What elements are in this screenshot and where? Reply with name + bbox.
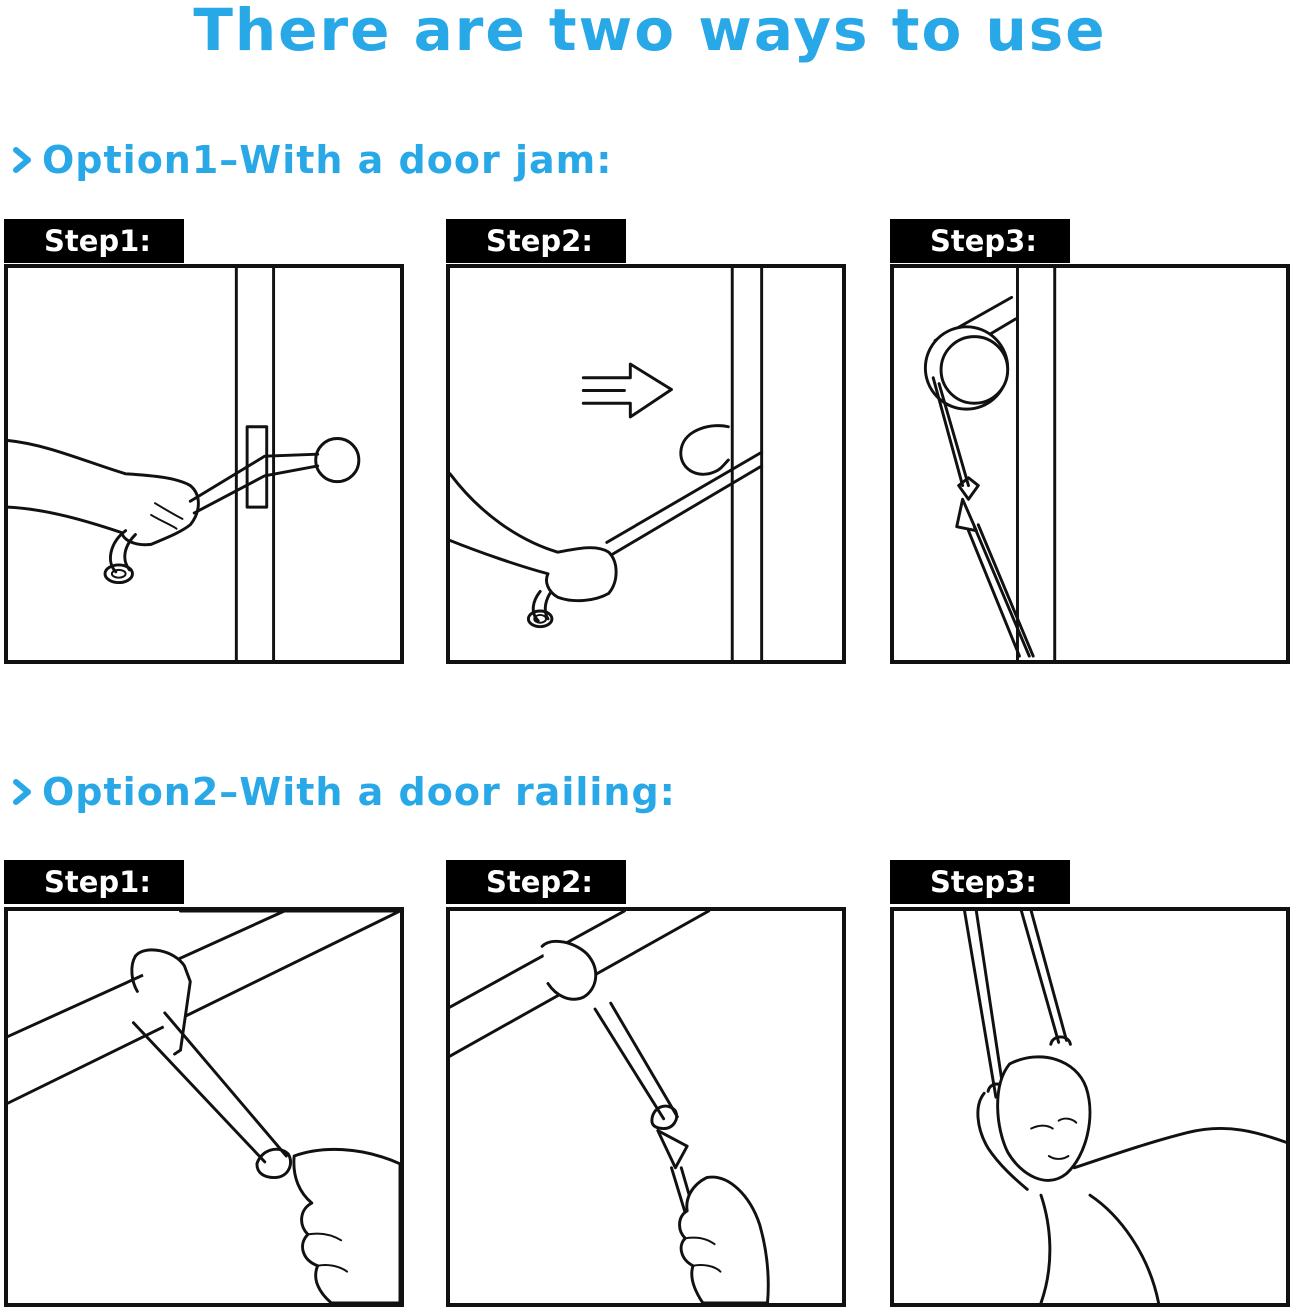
- hand-attaching-hook-icon: [450, 911, 770, 1303]
- option2-step3-panel: [890, 907, 1290, 1307]
- option2-step3-label: Step3:: [890, 860, 1070, 904]
- option1-step1-label: Step1:: [4, 219, 184, 263]
- strap-looped-over-rail-icon: [8, 911, 400, 1303]
- page-title: There are two ways to use: [193, 0, 1107, 64]
- option1-step1-panel: [4, 264, 404, 664]
- option2-step2-panel: [446, 907, 846, 1307]
- option1-step2-label: Step2:: [446, 219, 626, 263]
- chevron-right-icon: [13, 779, 31, 805]
- option2-heading: Option2–With a door railing:: [10, 770, 676, 814]
- option1-heading: Option1–With a door jam:: [10, 138, 612, 182]
- option2-step1-panel: [4, 907, 404, 1307]
- option1-step3-panel: [890, 264, 1290, 664]
- hand-pulling-strap-through-door-icon: [8, 268, 361, 660]
- option2-heading-text: Option2–With a door railing:: [42, 770, 676, 814]
- person-using-neck-hammock-icon: [963, 911, 1286, 1303]
- strap-hanging-from-door-icon: [923, 268, 1057, 660]
- chevron-right-icon: [13, 147, 31, 173]
- close-door-on-ball-anchor-icon: [450, 268, 764, 660]
- option1-step3-label: Step3:: [890, 219, 1070, 263]
- option2-step1-label: Step1:: [4, 860, 184, 904]
- option1-step2-panel: [446, 264, 846, 664]
- option1-heading-text: Option1–With a door jam:: [42, 138, 613, 182]
- option2-step2-label: Step2:: [446, 860, 626, 904]
